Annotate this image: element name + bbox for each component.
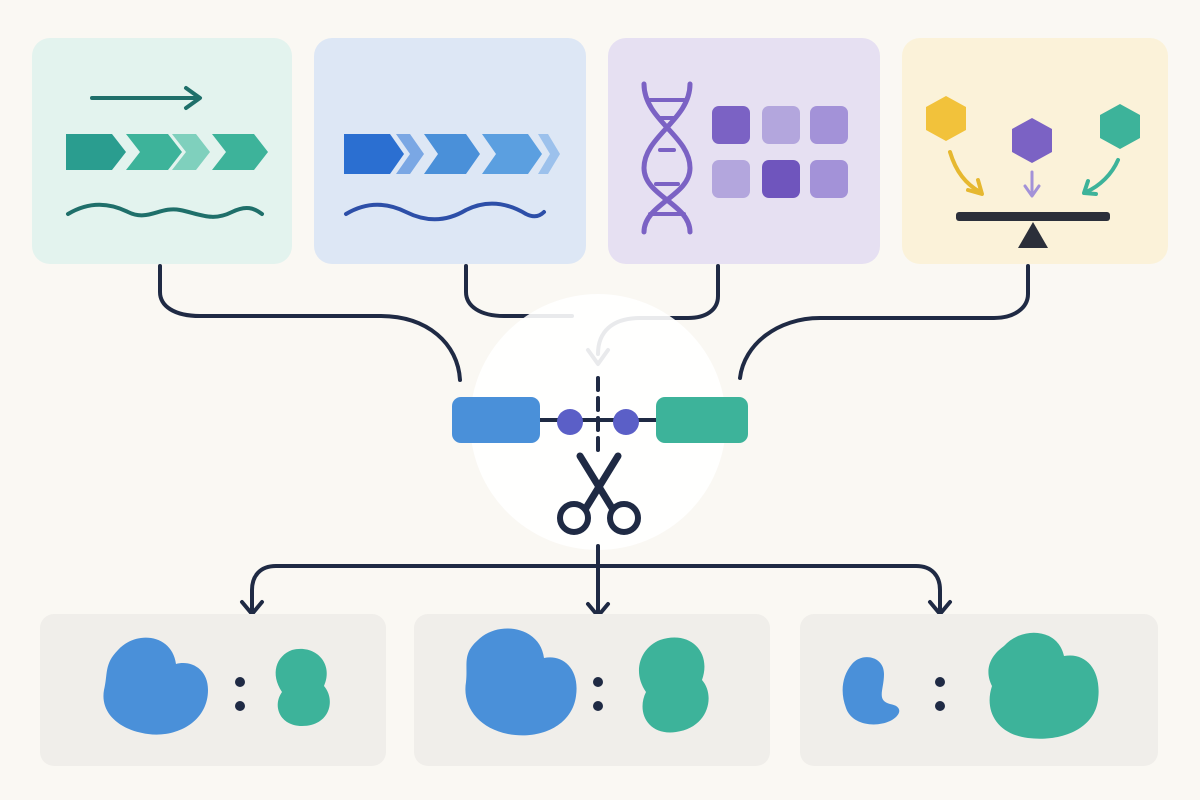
chevron-sequence-icon [344, 134, 560, 174]
arrow-teal [1082, 158, 1120, 196]
panel-teal [32, 38, 292, 264]
connector-panel-2 [464, 264, 574, 318]
blob-icon-small-blue [842, 657, 900, 725]
dna-helix-icon [641, 81, 693, 235]
hexagon-icon-purple [1012, 118, 1052, 163]
arrow-purple [1023, 170, 1041, 198]
domain-teal [656, 397, 748, 443]
connectors-bottom [240, 544, 952, 618]
linker-bead-1 [557, 409, 583, 435]
ratio-colon-icon [935, 677, 945, 711]
panel-yellow [902, 38, 1168, 264]
blob-icon-medium-teal [638, 637, 709, 733]
blob-icon-large-blue [103, 637, 208, 735]
result-panel-1-bg [40, 614, 386, 766]
arrow-yellow [948, 150, 984, 196]
balance-scale-icon [956, 212, 1110, 248]
scissors-icon [557, 452, 641, 535]
ratio-colon-icon [593, 677, 603, 711]
arrow-right-icon [90, 86, 202, 110]
result-panel-2 [414, 614, 770, 766]
panel-purple [608, 38, 880, 264]
blob-icon-small-teal [275, 648, 330, 726]
result-panel-1 [40, 614, 386, 766]
ratio-colon-icon [235, 677, 245, 711]
hexagon-icon-teal [1100, 104, 1140, 149]
hexagon-icon-yellow [926, 96, 966, 141]
wave-icon [66, 202, 264, 219]
connector-panel-1 [158, 264, 462, 382]
chevron-sequence-icon [66, 134, 268, 170]
wave-icon [344, 201, 546, 222]
result-panel-3 [800, 614, 1158, 766]
linker-bead-2 [613, 409, 639, 435]
blob-icon-large-teal [988, 632, 1099, 739]
domain-blue [452, 397, 540, 443]
panel-blue [314, 38, 586, 264]
grid-tiles-icon [712, 106, 848, 198]
blob-icon-large-blue [465, 628, 577, 736]
fusion-construct-icon [452, 376, 748, 458]
connector-panel-4 [738, 264, 1030, 380]
